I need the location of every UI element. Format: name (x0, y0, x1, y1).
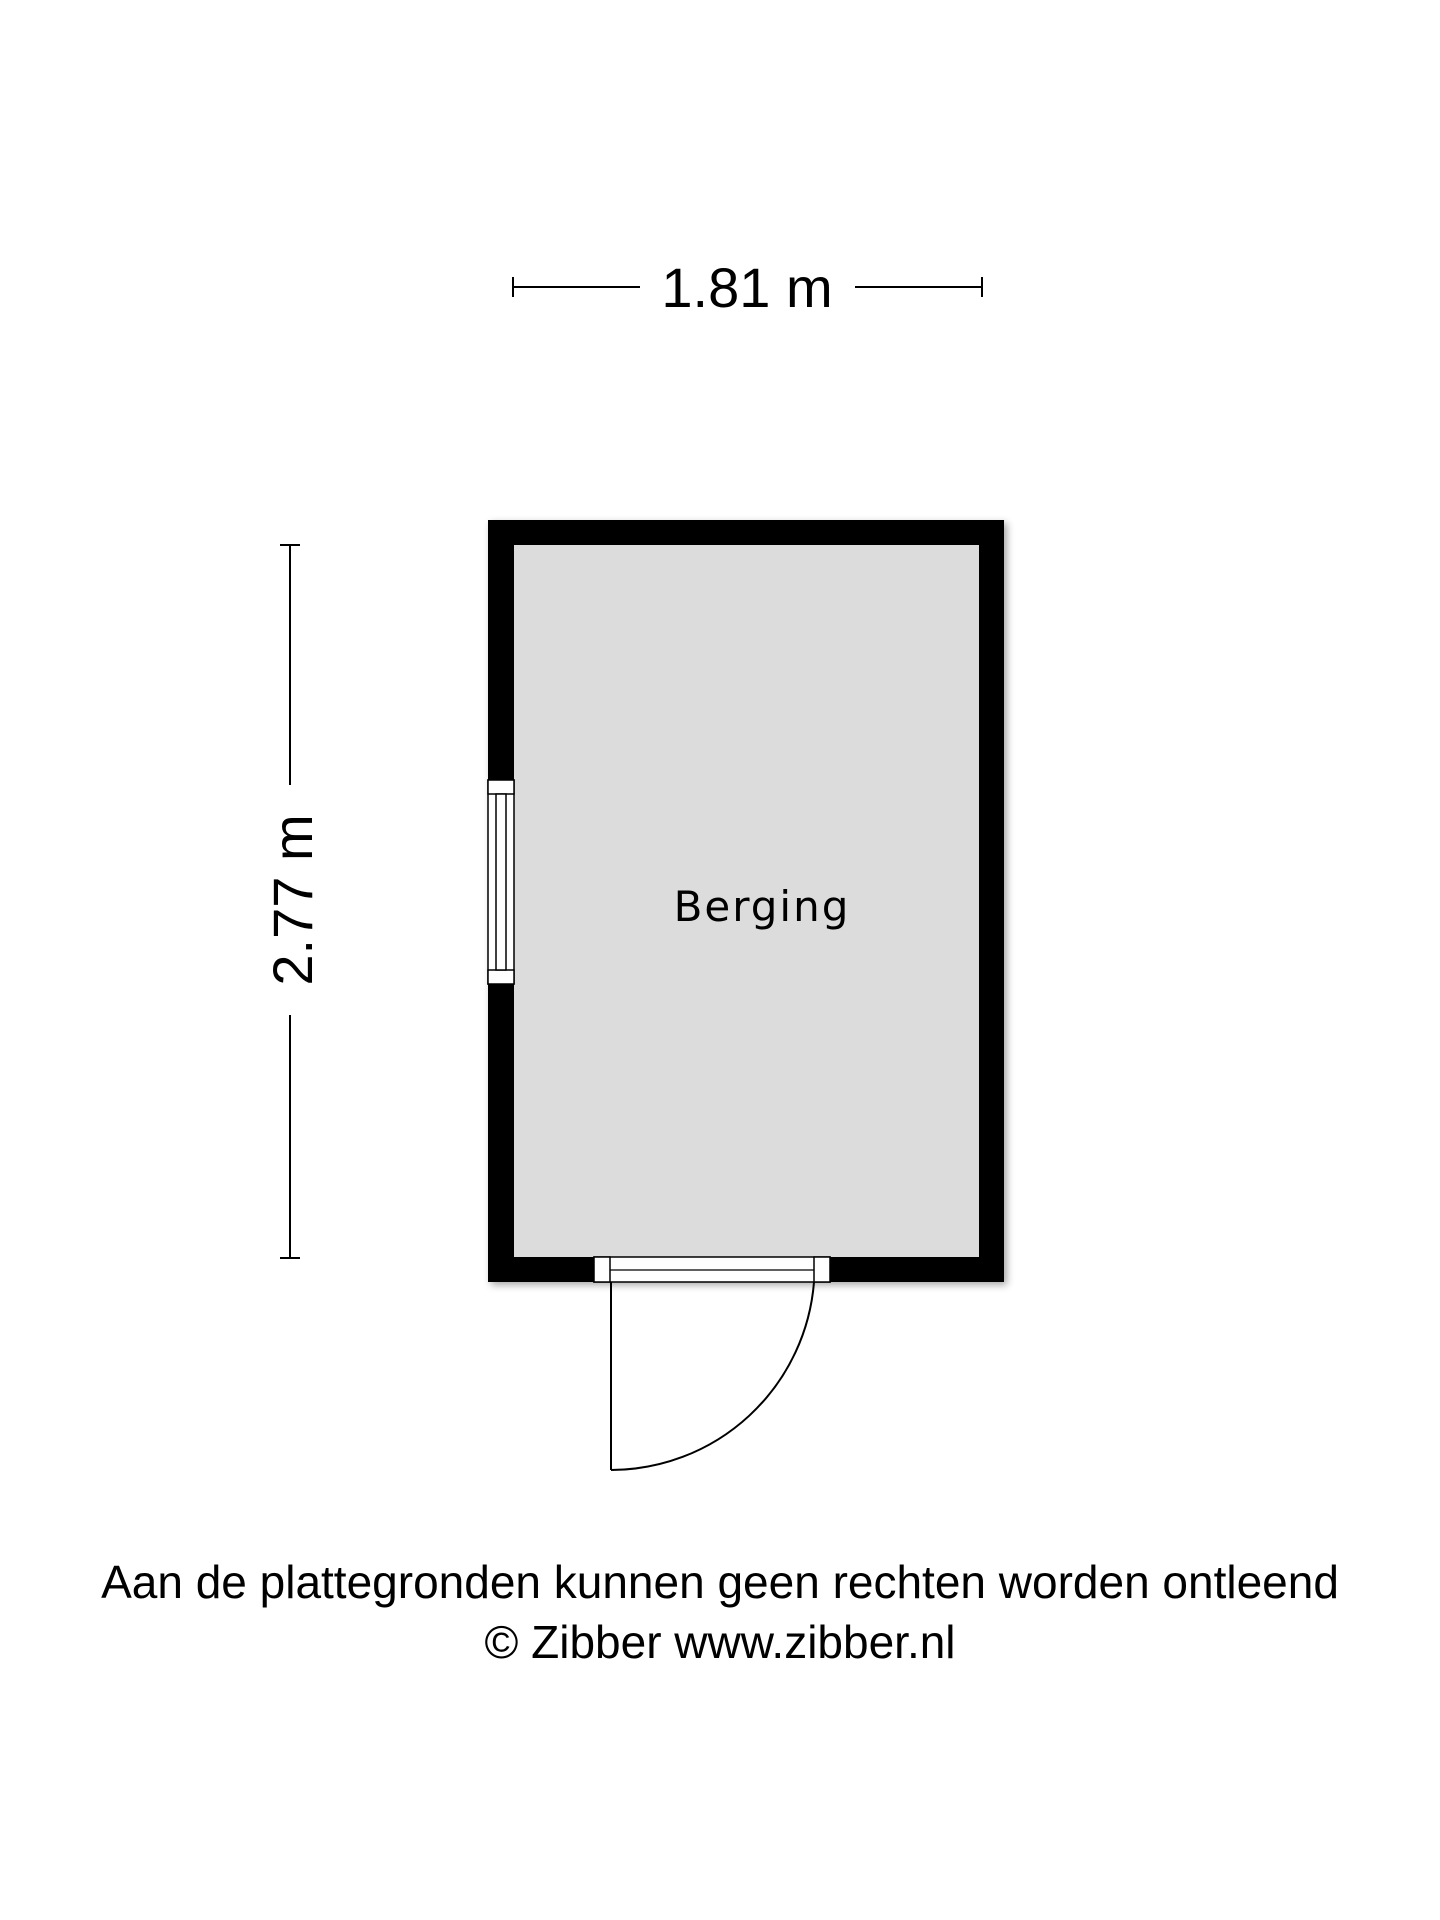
window-sill-bottom (487, 969, 515, 985)
width-dimension: 1.81 m (512, 256, 983, 319)
room-label: Berging (674, 882, 851, 931)
window-glass (495, 793, 507, 971)
width-dimension-label: 1.81 m (661, 256, 832, 319)
door-jamb-left (593, 1256, 611, 1283)
disclaimer-text: Aan de plattegronden kunnen geen rechten… (101, 1556, 1339, 1608)
window-sill-top (487, 779, 515, 795)
door-jamb-right (813, 1256, 831, 1283)
room: Berging (487, 520, 1004, 1471)
room-floor (514, 545, 979, 1257)
height-dimension-label: 2.77 m (261, 814, 324, 985)
window (487, 779, 515, 985)
height-dimension: 2.77 m (261, 544, 324, 1259)
door-swing-arc (610, 1281, 815, 1471)
credit-text: © Zibber www.zibber.nl (484, 1616, 956, 1668)
door (593, 1256, 831, 1471)
